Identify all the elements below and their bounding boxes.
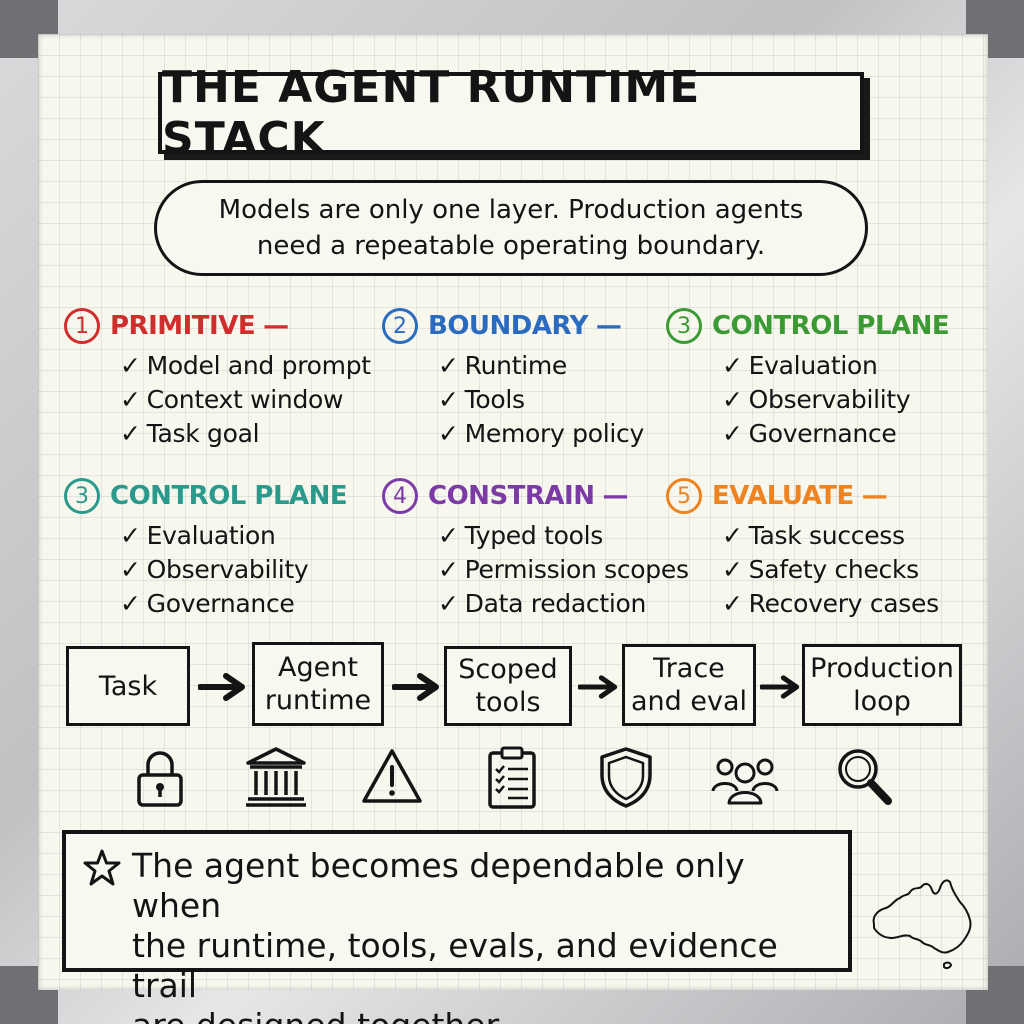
step-badge: 1 [64,308,100,344]
check-icon: ✓ [438,521,459,550]
callout-line: the runtime, tools, evals, and evidence … [132,926,778,1005]
list-item: ✓Task success [722,521,905,550]
flow-label: Task [98,670,158,702]
star-icon [83,849,121,886]
check-icon: ✓ [120,555,141,584]
check-icon: ✓ [438,385,459,414]
section-primitive: 1 PRIMITIVE — ✓Model and prompt ✓Context… [64,307,371,451]
section-constrain: 4 CONSTRAIN — ✓Typed tools ✓Permission s… [382,477,689,621]
section-title: PRIMITIVE [110,311,256,341]
section-evaluate: 5 EVALUATE — ✓Task success ✓Safety check… [666,477,966,621]
list-item: ✓Model and prompt [120,351,371,380]
arrow-right-icon [392,673,439,701]
callout-line: The agent becomes dependable only when [132,846,745,925]
flow-label: tools [475,687,541,718]
check-icon: ✓ [120,419,141,448]
flow-label: and eval [630,686,747,717]
bank-icon [246,747,306,807]
step-badge: 5 [666,478,702,514]
step-badge: 2 [382,308,418,344]
check-icon: ✓ [722,419,743,448]
australia-map-icon [872,879,972,970]
check-icon: ✓ [438,419,459,448]
list-item: ✓Memory policy [438,419,644,448]
section-title: CONTROL PLANE [110,481,348,511]
list-item: ✓Governance [120,589,295,618]
check-icon: ✓ [722,385,743,414]
check-icon: ✓ [722,555,743,584]
magnifier-icon [838,749,892,805]
arrow-right-icon [198,673,245,701]
callout-box: The agent becomes dependable only when t… [62,830,852,1024]
flow-label: loop [853,686,911,717]
check-icon: ✓ [120,589,141,618]
check-icon: ✓ [120,521,141,550]
section-dash: — [595,311,622,341]
warning-icon [362,749,422,803]
check-icon: ✓ [722,351,743,380]
lock-icon [137,751,183,807]
page-title: THE AGENT RUNTIME STACK [162,62,701,164]
subtitle-box: Models are only one layer. Production ag… [154,180,868,276]
section-control-plane-2: 3 CONTROL PLANE ✓Evaluation ✓Observabili… [64,477,364,621]
list-item: ✓Task goal [120,419,260,448]
subtitle-line: need a repeatable operating boundary. [256,231,766,261]
flow-label: Scoped [458,654,558,685]
shield-icon [600,747,652,808]
list-item: ✓Evaluation [120,521,276,550]
list-item: ✓Context window [120,385,344,414]
title-box: THE AGENT RUNTIME STACK [158,62,864,164]
section-title: CONSTRAIN [428,481,595,511]
flow-label: runtime [264,685,372,716]
check-icon: ✓ [722,589,743,618]
list-item: ✓Observability [120,555,309,584]
flow-label: Trace [653,653,725,684]
flow-step-task: Task [66,646,190,726]
callout-line: are designed together. [132,1006,842,1024]
section-title: EVALUATE [712,481,854,511]
step-badge: 3 [64,478,100,514]
list-item: ✓Observability [722,385,911,414]
subtitle-line: Models are only one layer. Production ag… [218,195,804,225]
step-badge: 4 [382,478,418,514]
clipboard-checklist-icon [488,746,536,809]
list-item: ✓Safety checks [722,555,919,584]
subtitle: Models are only one layer. Production ag… [219,192,804,264]
list-item: ✓Tools [438,385,525,414]
check-icon: ✓ [438,351,459,380]
list-item: ✓Runtime [438,351,567,380]
users-icon [711,758,779,805]
step-badge: 3 [666,308,702,344]
check-icon: ✓ [438,555,459,584]
flow-label: Agent [278,652,358,683]
arrow-right-icon [760,675,800,699]
list-item: ✓Typed tools [438,521,603,550]
section-title: CONTROL PLANE [712,311,950,341]
callout-text: The agent becomes dependable only when t… [132,846,842,1024]
list-item: ✓Governance [722,419,897,448]
list-item: ✓Evaluation [722,351,878,380]
section-dash: — [263,311,290,341]
check-icon: ✓ [120,351,141,380]
check-icon: ✓ [438,589,459,618]
section-boundary: 2 BOUNDARY — ✓Runtime ✓Tools ✓Memory pol… [382,307,682,451]
arrow-right-icon [578,675,618,699]
list-item: ✓Recovery cases [722,589,939,618]
list-item: ✓Data redaction [438,589,647,618]
check-icon: ✓ [722,521,743,550]
section-dash: — [861,481,888,511]
flow-label: Production [810,653,954,684]
section-control-plane: 3 CONTROL PLANE ✓Evaluation ✓Observabili… [666,307,966,451]
section-title: BOUNDARY [428,311,588,341]
list-item: ✓Permission scopes [438,555,689,584]
section-dash: — [602,481,629,511]
check-icon: ✓ [120,385,141,414]
